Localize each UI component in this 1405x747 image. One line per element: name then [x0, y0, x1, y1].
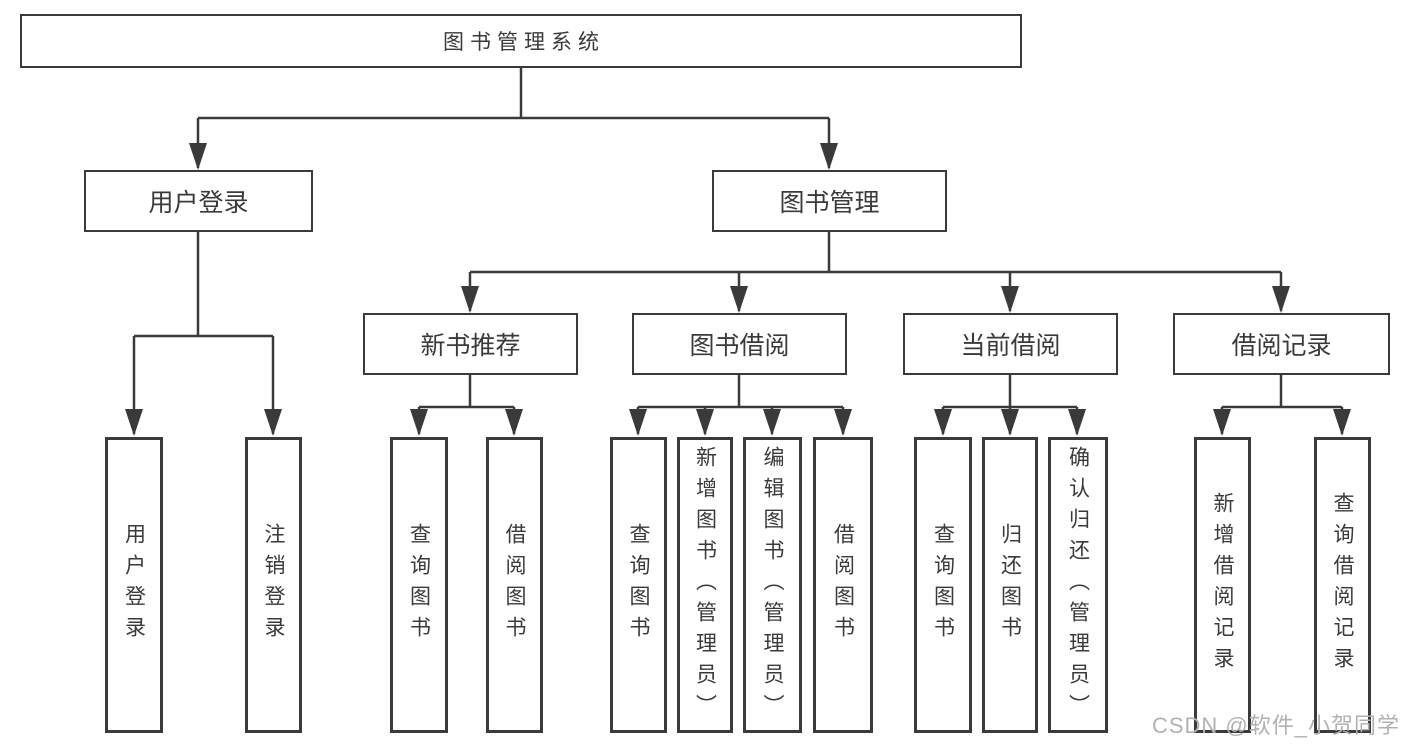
leaf-bb-edit-books: 编辑图书（管理员）	[743, 437, 802, 733]
leaf-user-login: 用户登录	[105, 437, 163, 733]
leaf-bb-query-books: 查询图书	[610, 437, 667, 733]
node-borrow-records-label: 借阅记录	[1231, 332, 1332, 360]
node-user-login: 用户登录	[84, 170, 313, 232]
leaf-bb-add-books-label: 新增图书（管理员）	[693, 445, 717, 725]
node-current-borrow-label: 当前借阅	[960, 332, 1061, 360]
edges-book-borrow-children	[629, 375, 852, 436]
leaf-cb-query-books-label: 查询图书	[931, 523, 955, 647]
node-root: 图书管理系统	[20, 14, 1022, 68]
leaf-bb-edit-books-label: 编辑图书（管理员）	[761, 445, 784, 725]
leaf-logout: 注销登录	[245, 437, 302, 733]
edges-current-borrow-children	[934, 375, 1086, 436]
leaf-cb-return-books: 归还图书	[982, 437, 1038, 733]
node-book-borrow: 图书借阅	[632, 313, 847, 375]
node-book-mgmt: 图书管理	[712, 170, 947, 232]
edges-book-mgmt-to-level3	[461, 232, 1290, 313]
leaf-nbr-borrow-books-label: 借阅图书	[503, 523, 526, 647]
node-book-mgmt-label: 图书管理	[779, 189, 880, 217]
edges-new-book-rec-children	[410, 375, 523, 436]
node-user-login-label: 用户登录	[148, 189, 249, 217]
leaf-br-add-record-label: 新增借阅记录	[1211, 492, 1234, 678]
leaf-nbr-borrow-books: 借阅图书	[486, 437, 543, 733]
leaf-cb-query-books: 查询图书	[914, 437, 972, 733]
edges-borrow-records-children	[1213, 375, 1351, 436]
node-new-book-rec: 新书推荐	[363, 313, 578, 375]
leaf-nbr-query-books-label: 查询图书	[407, 523, 431, 647]
leaf-cb-confirm-return-label: 确认归还（管理员）	[1066, 445, 1090, 725]
leaf-cb-return-books-label: 归还图书	[998, 523, 1022, 647]
leaf-br-add-record: 新增借阅记录	[1194, 437, 1251, 733]
leaf-br-query-record: 查询借阅记录	[1314, 437, 1371, 733]
node-root-label: 图书管理系统	[443, 31, 605, 54]
leaf-user-login-label: 用户登录	[122, 523, 146, 647]
leaf-bb-add-books: 新增图书（管理员）	[677, 437, 733, 733]
edges-root-to-level2	[189, 68, 838, 170]
node-book-borrow-label: 图书借阅	[689, 332, 790, 360]
leaf-cb-confirm-return: 确认归还（管理员）	[1048, 437, 1108, 733]
edges-user-login-children	[125, 232, 282, 436]
leaf-bb-borrow-books: 借阅图书	[813, 437, 873, 733]
node-new-book-rec-label: 新书推荐	[420, 332, 521, 360]
leaf-bb-query-books-label: 查询图书	[627, 523, 650, 647]
node-current-borrow: 当前借阅	[903, 313, 1118, 375]
leaf-logout-label: 注销登录	[262, 523, 285, 647]
leaf-nbr-query-books: 查询图书	[390, 437, 448, 733]
csdn-watermark: CSDN @软件_小贺同学	[1151, 713, 1400, 738]
leaf-br-query-record-label: 查询借阅记录	[1331, 492, 1354, 678]
node-borrow-records: 借阅记录	[1173, 313, 1390, 375]
leaf-bb-borrow-books-label: 借阅图书	[831, 523, 855, 647]
